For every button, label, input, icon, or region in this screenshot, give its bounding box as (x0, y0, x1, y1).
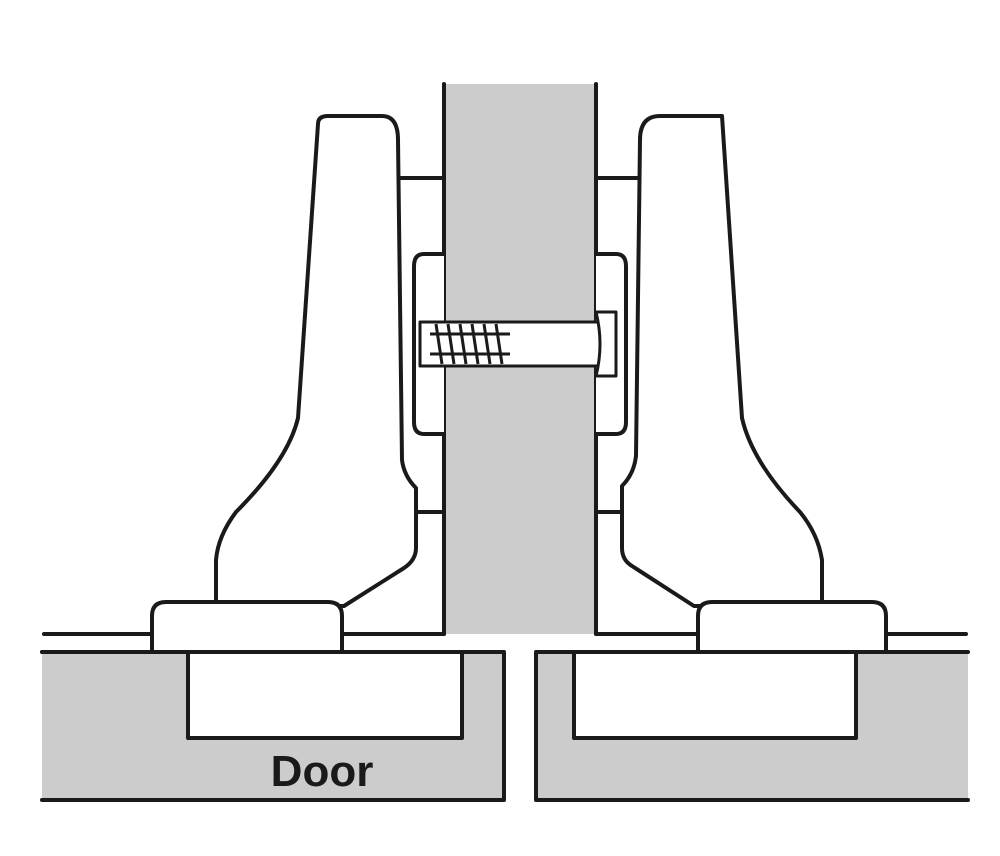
right-hinge-cup (696, 600, 888, 654)
right-door (534, 650, 970, 802)
screw-thread (430, 323, 510, 365)
connecting-screw (418, 310, 618, 378)
door-label: Door (271, 747, 374, 796)
left-hinge-cup (150, 600, 344, 654)
left-hinge-arm (214, 114, 418, 608)
right-hinge-arm (620, 114, 824, 608)
